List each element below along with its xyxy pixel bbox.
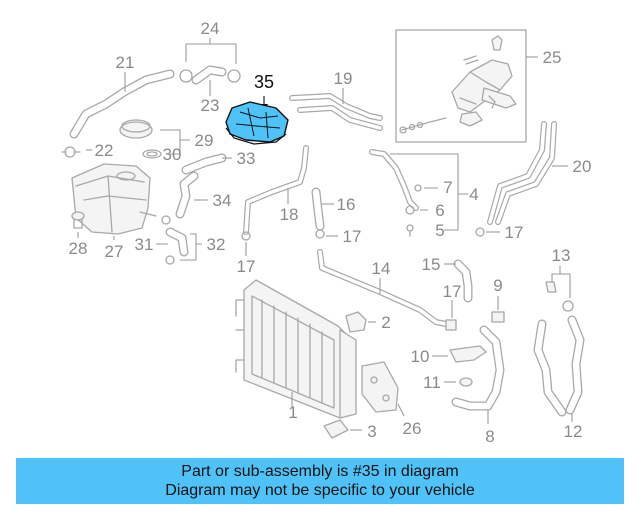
callout-7: 7 xyxy=(443,178,452,197)
callout-1: 1 xyxy=(288,403,297,422)
callout-31: 31 xyxy=(135,235,154,254)
callout-8: 8 xyxy=(485,427,494,446)
callout-18: 18 xyxy=(280,205,299,224)
part-13-clips xyxy=(545,266,574,312)
banner-line-2: Diagram may not be specific to your vehi… xyxy=(165,482,475,499)
callout-4: 4 xyxy=(469,185,478,204)
callout-15: 15 xyxy=(422,255,441,274)
part-18-pipe xyxy=(241,145,309,256)
part-9-fitting xyxy=(491,296,505,323)
part-26-bracket xyxy=(361,361,405,417)
part-2-bracket xyxy=(345,311,376,333)
part-35-expansion-tank xyxy=(225,96,289,145)
callout-17-b: 17 xyxy=(237,257,256,276)
info-banner: Part or sub-assembly is #35 in diagram D… xyxy=(16,458,624,504)
callout-9: 9 xyxy=(493,276,502,295)
callout-17-a: 17 xyxy=(343,227,362,246)
part-27-reservoir xyxy=(71,163,157,240)
part-3-mount xyxy=(323,419,362,439)
callout-17-d: 17 xyxy=(505,223,524,242)
part-34-hose xyxy=(175,171,208,219)
part-31-32-hose xyxy=(156,215,202,265)
callout-32: 32 xyxy=(207,235,226,254)
callout-25: 25 xyxy=(543,48,562,67)
callout-11: 11 xyxy=(423,373,441,392)
callout-5: 5 xyxy=(435,221,444,240)
callout-numbers: 1 2 3 4 5 6 7 8 9 10 11 12 13 14 15 16 1… xyxy=(69,19,592,446)
banner-line-1: Part or sub-assembly is #35 in diagram xyxy=(181,463,459,480)
part-24-group xyxy=(179,38,241,96)
part-1-radiator xyxy=(235,279,357,419)
callout-12: 12 xyxy=(564,422,583,441)
part-15-hose xyxy=(444,227,500,331)
callout-28: 28 xyxy=(69,239,88,258)
callout-3: 3 xyxy=(367,422,376,441)
part-21-hose xyxy=(69,69,175,139)
callout-6: 6 xyxy=(435,201,444,220)
part-33-hose xyxy=(181,153,232,175)
callout-21: 21 xyxy=(116,53,135,72)
callout-10: 10 xyxy=(411,347,430,366)
callout-34: 34 xyxy=(213,191,232,210)
callout-13: 13 xyxy=(552,246,571,265)
parts-diagram: 1 2 3 4 5 6 7 8 9 10 11 12 13 14 15 16 1… xyxy=(61,19,592,446)
callout-27: 27 xyxy=(105,242,124,261)
callout-29: 29 xyxy=(195,131,214,150)
callout-24: 24 xyxy=(201,19,220,38)
part-20-pipe xyxy=(487,121,568,225)
callout-22: 22 xyxy=(95,141,114,160)
part-14-pipe xyxy=(317,249,449,327)
callout-17-c: 17 xyxy=(443,282,462,301)
part-10-bracket xyxy=(432,345,487,387)
part-8-hose xyxy=(451,325,505,424)
part-25-inset xyxy=(395,29,538,143)
callout-33: 33 xyxy=(237,149,256,168)
part-29-cap xyxy=(61,119,190,159)
callout-14: 14 xyxy=(372,259,391,278)
part-16-hose xyxy=(311,187,338,239)
callout-23: 23 xyxy=(201,96,220,115)
part-19-pipe xyxy=(289,88,383,131)
callout-35: 35 xyxy=(254,72,274,92)
callout-26: 26 xyxy=(403,419,422,438)
callout-2: 2 xyxy=(381,313,390,332)
callout-19: 19 xyxy=(334,69,353,88)
callout-16: 16 xyxy=(337,195,356,214)
part-12-hose xyxy=(533,315,585,422)
callout-30: 30 xyxy=(163,145,182,164)
callout-20: 20 xyxy=(573,157,592,176)
part-4-assembly xyxy=(369,149,468,237)
